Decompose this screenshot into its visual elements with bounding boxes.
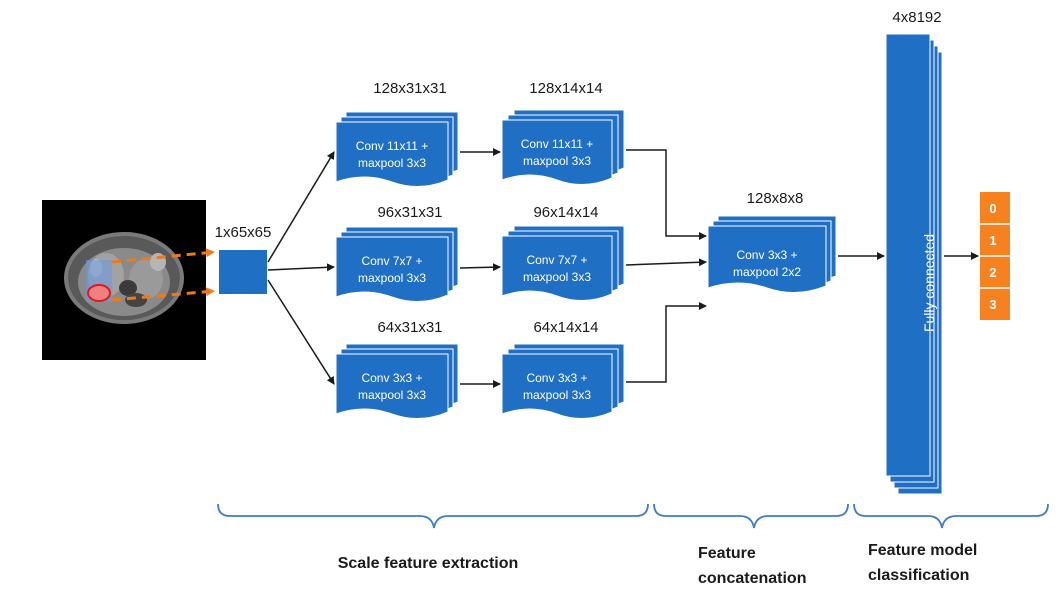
arrow-branch2-to-concat [625,258,707,267]
branch1-stage2-line1: Conv 11x11 + [521,137,594,151]
tumor-outline [87,284,111,302]
section-feature-model-classification-line1: Feature model [868,542,977,559]
output-class-0: 0 [989,201,996,216]
branch2-stage2-line2: maxpool 3x3 [523,270,591,284]
arrow-branch3-to-concat [626,302,707,383]
branch1-stage1-line1: Conv 11x11 + [356,139,429,153]
concat-block: Conv 3x3 + maxpool 2x2 [707,215,837,293]
output-class-1: 1 [989,233,996,248]
concat-line2: maxpool 2x2 [733,265,801,279]
branch2-stage1-dim: 96x31x31 [377,204,442,221]
arrow-input-to-branch3 [267,279,335,385]
input-patch-dim-label: 1x65x65 [215,224,272,241]
branch2-stage2-dim: 96x14x14 [533,204,598,221]
concat-dim: 128x8x8 [747,190,804,207]
patch-projection-top [111,248,215,264]
arrow-input-to-branch2 [267,263,335,272]
branch3-stage2-dim: 64x14x14 [533,319,598,336]
branch3-stage2-line2: maxpool 3x3 [523,388,591,402]
branch1-stage2-line2: maxpool 3x3 [523,154,591,168]
branch1-stage2-dim: 128x14x14 [529,80,602,97]
branch3-stage1-line2: maxpool 3x3 [358,388,426,402]
arrow-branch2-stage1-to-stage2 [459,263,501,272]
branch1-stage2-block: Conv 11x11 + maxpool 3x3 [501,109,625,185]
branch2-stage1-line1: Conv 7x7 + [361,254,422,268]
branch3-stage1-line1: Conv 3x3 + [361,371,422,385]
mri-brain-scan-image [42,200,215,360]
section-feature-concatenation-line1: Feature [698,545,756,562]
branch2-stage1-line2: maxpool 3x3 [358,271,426,285]
fc-label: Fully connected [921,234,937,332]
output-class-3: 3 [989,297,996,312]
branch2-stage2-line1: Conv 7x7 + [526,253,587,267]
branch3-stage1-block: Conv 3x3 + maxpool 3x3 [335,343,459,419]
brace-scale-feature-extraction [217,503,649,529]
arrow-branch1-to-concat [626,149,707,240]
branch2-stage1-block: Conv 7x7 + maxpool 3x3 [335,226,459,302]
branch3-stage2-block: Conv 3x3 + maxpool 3x3 [501,343,625,419]
branch3-stage1-dim: 64x31x31 [377,319,442,336]
branch2-stage2-block: Conv 7x7 + maxpool 3x3 [501,225,625,301]
output-class-2: 2 [989,265,996,280]
section-scale-feature-extraction: Scale feature extraction [338,555,519,572]
branch1-stage1-line2: maxpool 3x3 [358,156,426,170]
patch-projection-bottom [111,287,215,302]
brace-feature-model-classification [853,503,1049,529]
arrow-input-to-branch1 [267,151,335,263]
branch3-stage2-line1: Conv 3x3 + [526,371,587,385]
branch1-stage1-block: Conv 11x11 + maxpool 3x3 [335,111,459,187]
output-classes: 0 1 2 3 [980,192,1010,320]
branch1-stage1-dim: 128x31x31 [373,80,446,97]
brace-feature-concatenation [653,503,849,529]
section-feature-concatenation-line2: concatenation [698,570,806,587]
concat-line1: Conv 3x3 + [736,248,797,262]
fully-connected-block: Fully connected [885,33,943,495]
section-feature-model-classification-line2: classification [868,567,969,584]
input-patch-block [219,250,267,294]
fc-dim: 4x8192 [892,9,941,26]
